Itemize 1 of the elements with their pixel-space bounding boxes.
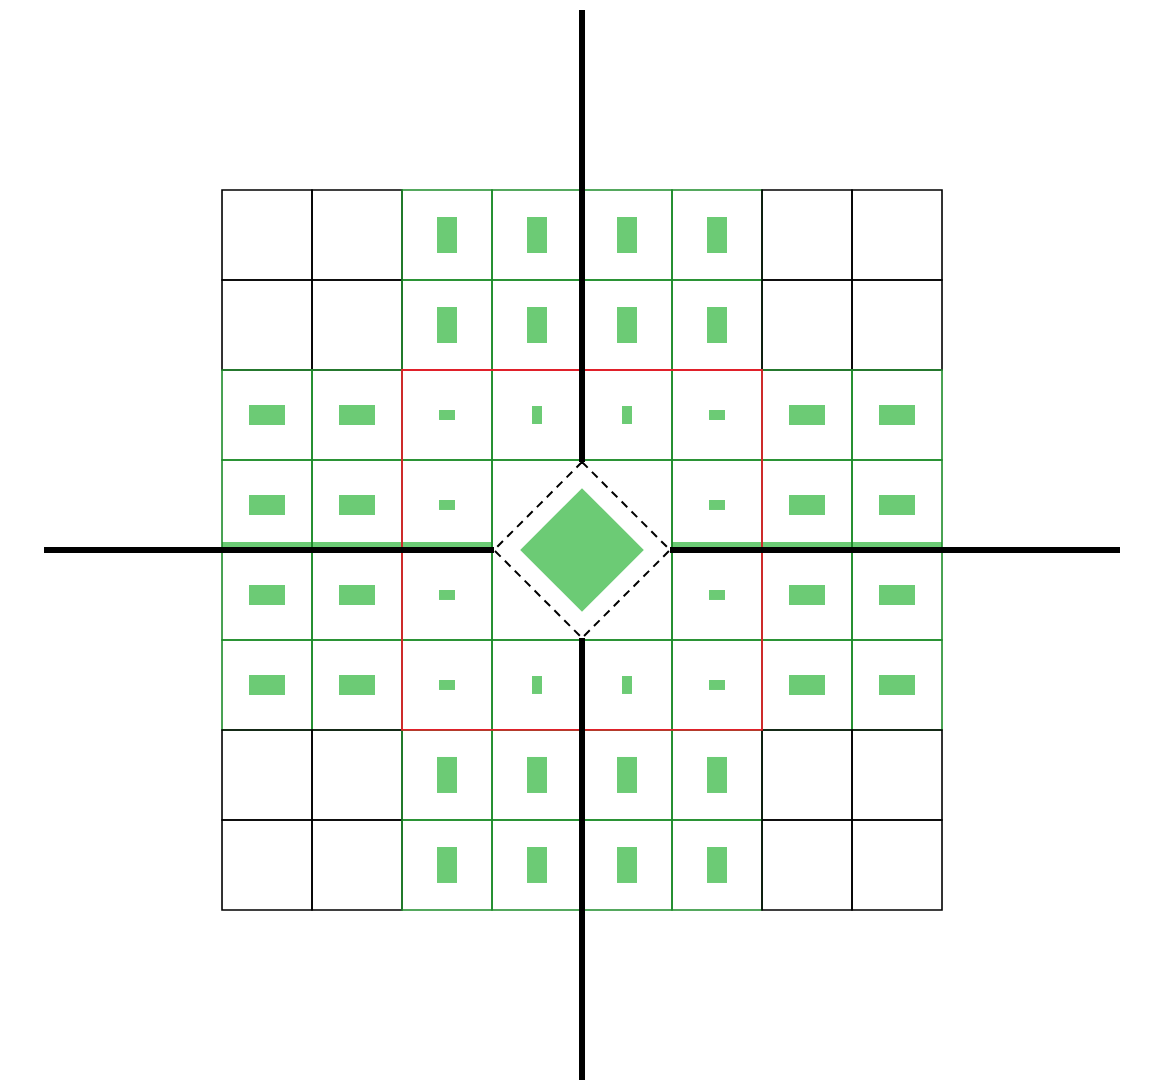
diamond-shape — [520, 488, 644, 612]
